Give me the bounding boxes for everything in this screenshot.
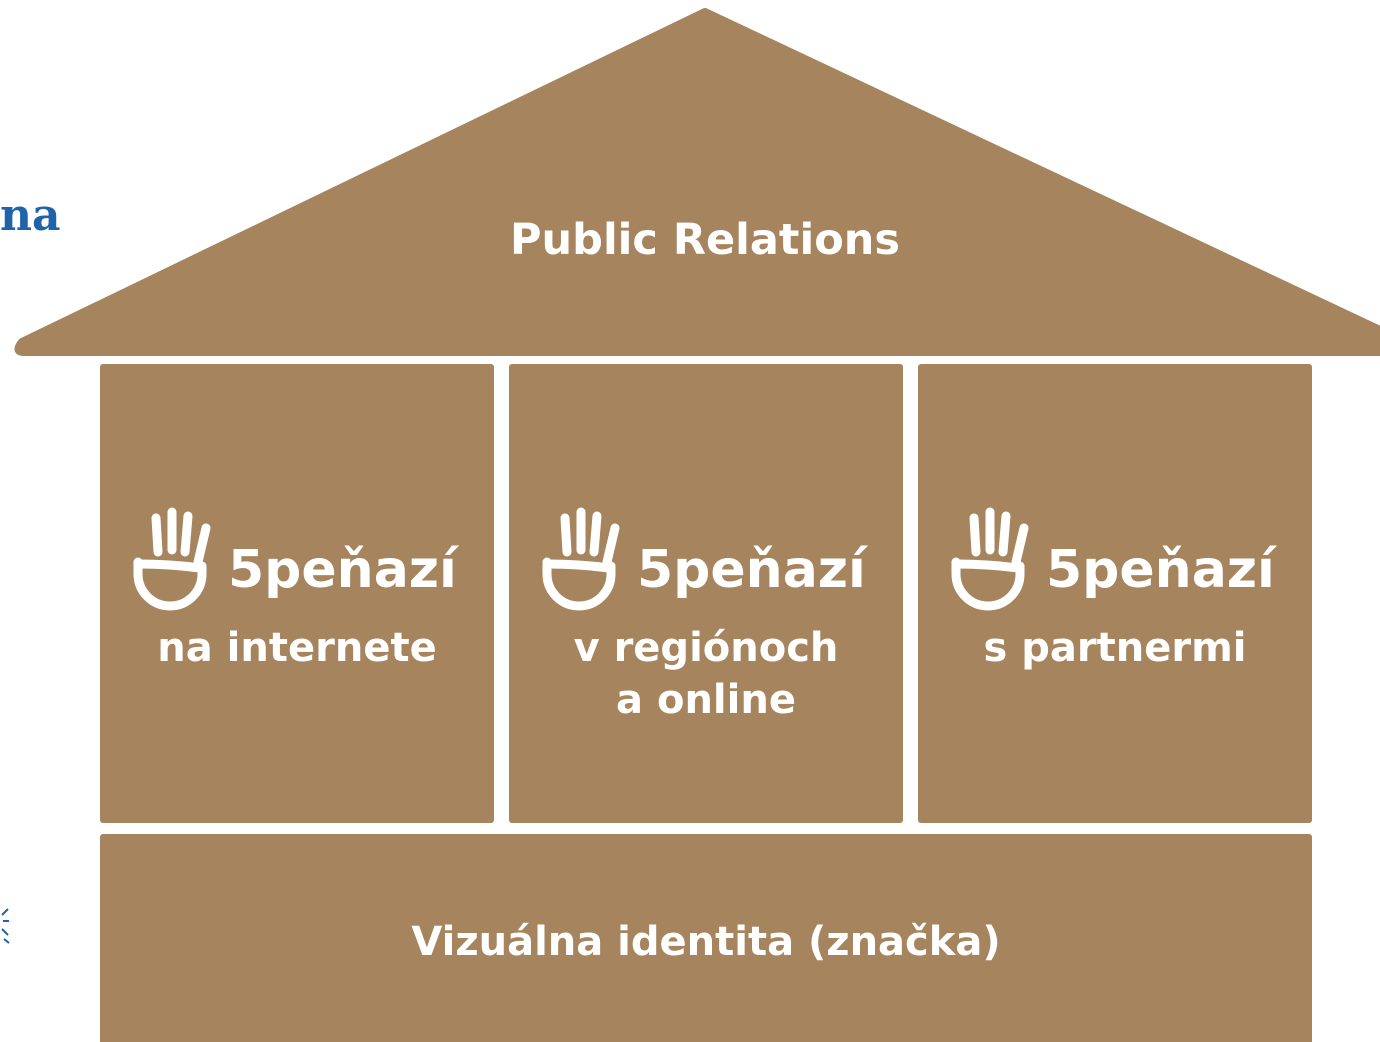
roof-shape	[14, 8, 1380, 356]
brand-logo: 5peňazí	[948, 504, 1282, 614]
hand-icon	[542, 507, 620, 611]
brand-logo: 5peňazí	[130, 504, 464, 614]
foundation-label: Vizuálna identita (značka)	[411, 919, 1001, 965]
pillar-internet: 5peňazí na internete	[100, 364, 494, 823]
brand-name: 5peňazí	[1046, 540, 1275, 600]
brand-name: 5peňazí	[637, 540, 866, 600]
brand-name: 5peňazí	[228, 540, 457, 600]
pillar-label-line: a online	[616, 677, 796, 723]
brand-logo: 5peňazí	[539, 504, 873, 614]
pillar-partners: 5peňazí s partnermi	[918, 364, 1312, 823]
pillar-label-line: s partnermi	[983, 625, 1247, 671]
foundation-block: Vizuálna identita (značka)	[100, 834, 1312, 1042]
pillar-label: v regiónoch a online	[509, 622, 903, 726]
roof-label: Public Relations	[510, 215, 900, 265]
pillar-label: na internete	[100, 622, 494, 674]
edge-text-fragment: na	[0, 190, 61, 241]
pillar-label-line: na internete	[157, 625, 437, 671]
hand-icon	[951, 507, 1029, 611]
pillar-label-line: v regiónoch	[573, 625, 839, 671]
hand-icon	[133, 507, 211, 611]
pillar-regions: 5peňazí v regiónoch a online	[509, 364, 903, 823]
edge-logo-fragment	[1, 908, 10, 944]
pillar-label: s partnermi	[918, 622, 1312, 674]
